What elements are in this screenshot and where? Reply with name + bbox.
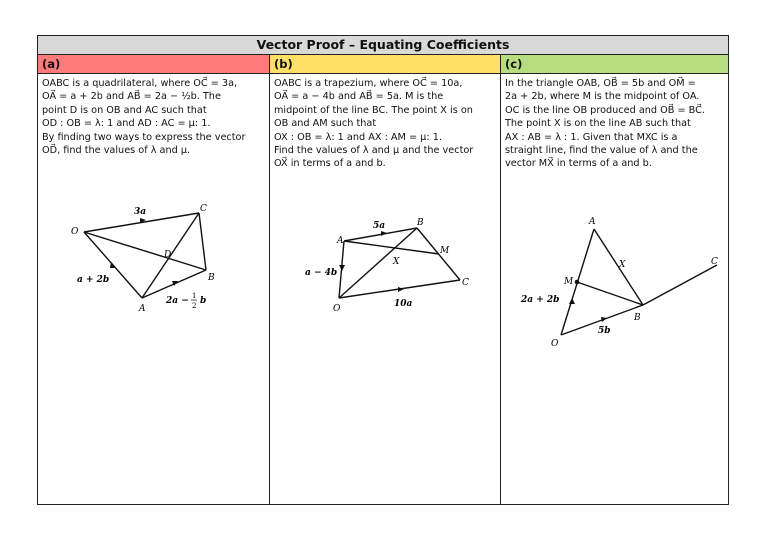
worksheet-title: Vector Proof – Equating Coefficients [38, 36, 728, 55]
question-line: OC is the line OB produced and OB⃗ = BC⃗… [505, 104, 705, 116]
vector-label: a − 4b [305, 268, 337, 278]
point-label: M [439, 246, 450, 256]
question-line: In the triangle OAB, OB⃗ = 5b and OM⃗ = [505, 78, 696, 89]
question-c: (c) In the triangle OAB, OB⃗ = 5b and OM… [500, 55, 728, 504]
question-line: OD⃗, find the values of λ and μ. [42, 145, 191, 157]
question-b-heading: (b) [270, 55, 500, 74]
point-label: A [588, 217, 596, 227]
diagram-b: A B M C O X 5a a − 4b 10a [305, 218, 469, 314]
point-label: B [416, 218, 424, 228]
vector-label: 5a [373, 221, 385, 231]
question-b: (b) OABC is a trapezium, where OC⃗ = 10a… [269, 55, 500, 504]
point-label: C [200, 204, 207, 214]
point-label: B [633, 313, 641, 323]
point-label: C [462, 278, 469, 288]
vector-label: 1 [192, 292, 196, 300]
vector-label: 5b [598, 326, 611, 336]
point-label: O [71, 227, 79, 237]
vector-label: 10a [394, 299, 413, 309]
point-label: D [163, 250, 171, 260]
question-line: OB and AM such that [274, 118, 377, 130]
vector-label: 2 [192, 302, 196, 310]
question-line: OA⃗ = a + 2b and AB⃗ = 2a − ½b. The [42, 91, 221, 103]
question-a: (a) OABC is a quadrilateral, where OC⃗ =… [38, 55, 269, 504]
point-label: X [392, 257, 400, 267]
question-line: OD : OB = λ: 1 and AD : AC = μ: 1. [42, 118, 211, 130]
point-label: X [618, 260, 626, 270]
diagram-a: O C B A D 3a a + 2b 2a − 1 2 b [71, 204, 215, 314]
point-label: A [336, 236, 344, 246]
question-line: AX : AB = λ : 1. Given that MXC is a [505, 131, 678, 143]
question-line: By finding two ways to express the vecto… [42, 131, 246, 143]
question-line: OABC is a quadrilateral, where OC⃗ = 3a, [42, 78, 238, 89]
question-line: The point X is on the line AB such that [505, 118, 691, 130]
vector-label: 2a + 2b [520, 295, 559, 305]
question-line: point D is on OB and AC such that [42, 104, 207, 116]
question-a-heading: (a) [38, 55, 269, 74]
point-label: O [333, 304, 341, 314]
question-b-text: OABC is a trapezium, where OC⃗ = 10a, OA… [270, 74, 500, 171]
vector-label: 3a [134, 207, 146, 217]
point-label: M [563, 277, 574, 287]
vector-label: b [200, 296, 206, 306]
point-label: B [207, 273, 215, 283]
question-line: OX⃗ in terms of a and b. [274, 158, 386, 170]
question-columns: (a) OABC is a quadrilateral, where OC⃗ =… [38, 55, 728, 504]
question-line: straight line, find the value of λ and t… [505, 145, 698, 157]
question-line: midpoint of the line BC. The point X is … [274, 104, 473, 116]
question-line: vector MX⃗ in terms of a and b. [505, 158, 652, 170]
vector-label: 2a − [165, 296, 189, 306]
question-line: OX : OB = λ: 1 and AX : AM = μ: 1. [274, 131, 442, 143]
question-line: OA⃗ = a − 4b and AB⃗ = 5a. M is the [274, 91, 444, 103]
point-label: A [138, 304, 146, 314]
question-a-text: OABC is a quadrilateral, where OC⃗ = 3a,… [38, 74, 269, 157]
worksheet: Vector Proof – Equating Coefficients (a)… [37, 35, 729, 505]
question-line: OABC is a trapezium, where OC⃗ = 10a, [274, 78, 463, 89]
vector-label: a + 2b [77, 275, 109, 285]
question-line: Find the values of λ and μ and the vecto… [274, 145, 474, 157]
question-line: 2a + 2b, where M is the midpoint of OA. [505, 91, 700, 103]
question-c-text: In the triangle OAB, OB⃗ = 5b and OM⃗ = … [501, 74, 728, 171]
point-label: O [551, 339, 559, 349]
diagram-c: A M X B C O 2a + 2b 5b [520, 217, 718, 349]
question-c-heading: (c) [501, 55, 728, 74]
point-label: C [711, 257, 718, 267]
